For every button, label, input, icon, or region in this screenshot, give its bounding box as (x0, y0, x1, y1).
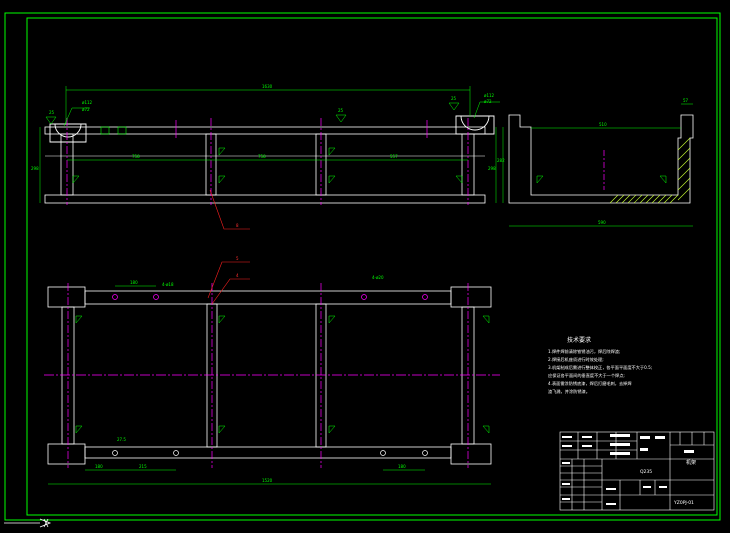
front-bottom-beam (44, 194, 486, 204)
side-hatch (609, 137, 691, 204)
tech-note-4: 应保证各平面间的垂直度不大于一个焊点; (548, 372, 625, 379)
plan-view: 180 4-ø18 4-ø20 180 215 180 27.5 1520 5 … (44, 256, 500, 485)
plan-hole-note-1: 4-ø18 (162, 282, 174, 287)
plan-part-ref-1: 5 (236, 256, 239, 261)
front-height-left: 298 (31, 166, 39, 171)
ucs-icon (4, 518, 52, 528)
tech-notes: 技术要求 1.焊件焊前清除铁锈油污，焊后除焊渣; 2.焊接后机座须进行时效处理;… (548, 336, 652, 395)
tech-note-1: 1.焊件焊前清除铁锈油污，焊后除焊渣; (548, 348, 620, 355)
side-top-width: 510 (599, 122, 607, 127)
front-overall-width: 1630 (262, 84, 273, 89)
outer-border (4, 12, 721, 521)
plan-offset-3: 180 (398, 464, 406, 469)
title-drawing-no: YZ0PJ-01 (673, 500, 694, 506)
plan-offset-1: 180 (95, 464, 103, 469)
plan-top-rail (84, 290, 452, 305)
front-notch-2: ø72 (82, 107, 90, 112)
front-height-right: 298 (488, 166, 496, 171)
front-span-1: 758 (132, 154, 140, 159)
side-height: 282 (497, 158, 505, 163)
plan-overall-width: 1520 (262, 478, 273, 483)
title-part-name: 机架 (686, 459, 696, 466)
side-bottom-width: 590 (598, 220, 606, 225)
plan-bottom-rail (84, 446, 452, 459)
inner-border (26, 17, 718, 516)
tech-note-5: 4.表面需涂防锈底漆，焊后打磨毛刺，去掉焊 (548, 380, 632, 387)
front-notch-3: ø112 (484, 93, 495, 98)
side-view: 510 590 282 57 (497, 98, 694, 227)
title-material: Q235 (640, 469, 652, 475)
side-corner: 57 (683, 98, 689, 103)
front-left-bearing (49, 123, 87, 143)
tech-note-3: 3.机架制成后需进行整体校正，各平面平面度不大于0.5; (548, 364, 652, 371)
front-top-beam (44, 126, 486, 135)
front-span-3: 557 (390, 154, 398, 159)
side-outline (508, 114, 694, 204)
tech-note-6: 渣飞溅，并涂防锈漆。 (548, 388, 590, 395)
front-notch-1: ø112 (82, 100, 93, 105)
front-weld-right: 25 (451, 96, 457, 101)
tech-note-2: 2.焊接后机座须进行时效处理; (548, 356, 604, 363)
front-right-bearing (455, 115, 495, 135)
plan-part-ref-2: 4 (236, 273, 239, 278)
front-part-ref: 8 (236, 223, 239, 228)
plan-spacing-top: 180 (130, 280, 138, 285)
title-block-fills (562, 434, 694, 505)
front-weld-mid: 25 (338, 108, 344, 113)
front-view: 1630 758 758 557 298 298 ø112 ø72 ø112 ø… (31, 84, 500, 230)
front-weld-left: 25 (49, 110, 55, 115)
plan-offset-2: 215 (139, 464, 147, 469)
front-span-2: 758 (258, 154, 266, 159)
title-block (559, 431, 715, 511)
tech-notes-heading: 技术要求 (567, 336, 591, 344)
plan-hole-note-2: 4-ø20 (372, 275, 384, 280)
front-notch-4: ø72 (484, 99, 492, 104)
plan-offset-4: 27.5 (117, 437, 126, 442)
